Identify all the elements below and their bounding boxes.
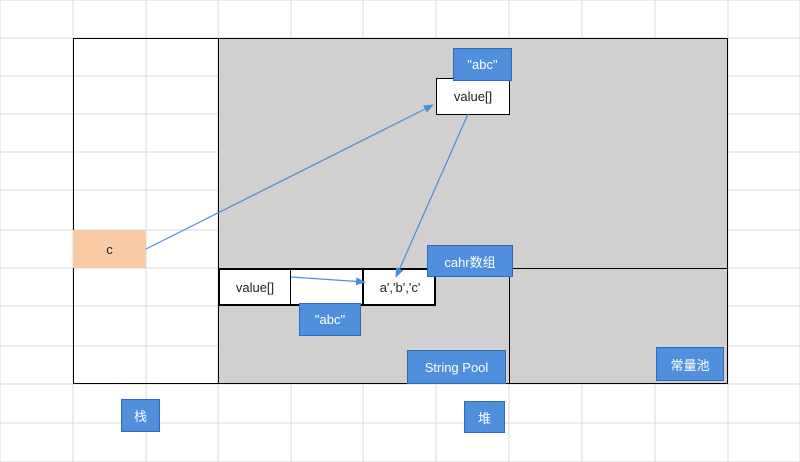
heap-abc-label: "abc" (453, 48, 512, 81)
pool-divider (509, 268, 510, 384)
pool-array-divider (362, 268, 364, 306)
heap-value-field: value[] (453, 89, 493, 104)
heap-label: 堆 (464, 401, 505, 433)
stack-variable-label: c (106, 241, 113, 257)
memory-frame (73, 38, 728, 384)
char-array-cell: a','b','c' (379, 279, 421, 295)
heap-string-object: value[] (436, 78, 510, 115)
pool-object-divider (290, 268, 291, 306)
stack-variable-c: c (73, 230, 146, 268)
constant-pool-label: 常量池 (656, 347, 724, 381)
pool-abc-label: "abc" (299, 303, 361, 336)
char-array-label: cahr数组 (427, 245, 513, 277)
pool-value-field: value[] (235, 279, 275, 295)
string-pool-label: String Pool (407, 350, 506, 384)
stack-label: 栈 (121, 399, 160, 432)
